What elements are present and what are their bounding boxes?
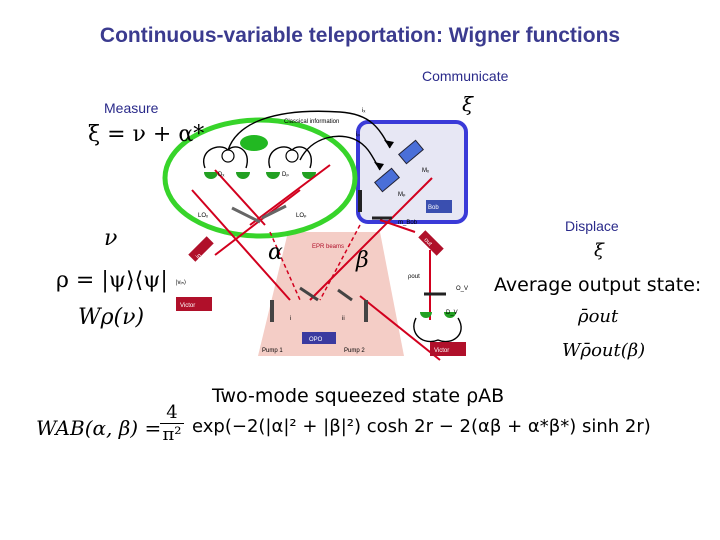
tmss-label: Two-mode squeezed state ρAB <box>212 385 505 407</box>
red-beams <box>191 164 441 361</box>
out-label: out <box>423 237 433 247</box>
alpha-symbol: α <box>268 240 283 265</box>
arrowhead-x <box>384 140 394 148</box>
in-label: in <box>195 253 203 261</box>
classical-info-line-p <box>299 135 381 171</box>
opo-mirror-2 <box>337 288 353 302</box>
pump1-label: Pump 1 <box>262 348 283 354</box>
minus-p-icon <box>285 149 299 163</box>
tm-label: m_Bob <box>398 220 418 226</box>
epr-label: EPR beams <box>312 244 344 250</box>
ii-label: ii <box>342 316 345 322</box>
detector-loop-v <box>413 317 462 343</box>
rho-out-small: ρout <box>408 274 420 280</box>
wab-fraction: 4 π² <box>160 402 184 445</box>
w-rho: Wρ(ν) <box>78 305 145 330</box>
victor-box-right <box>430 342 466 356</box>
xi-top: ξ <box>462 92 474 116</box>
label-measure: Measure <box>104 100 159 116</box>
xi-right: ξ <box>594 240 604 261</box>
victor-box-left <box>176 297 212 311</box>
victor-label-right: Victor <box>434 348 449 354</box>
detector-v2 <box>444 312 456 318</box>
opo-mirror-1 <box>299 286 319 302</box>
rho-equation: ρ = |ψ⟩⟨ψ| <box>56 268 168 293</box>
detector-dx2 <box>236 172 250 179</box>
classical-info-label: Classical information <box>284 119 339 125</box>
vin-label: |vᵢₙ⟩ <box>176 279 186 286</box>
modulator-mp <box>374 167 400 193</box>
ov-label: O_V <box>456 286 468 292</box>
ip-label: iₚ <box>356 132 360 138</box>
dp-label: Dₚ <box>282 172 289 178</box>
victor-label-left: Victor <box>180 303 195 309</box>
arrow-out <box>418 230 444 256</box>
bob-label-box <box>426 200 452 213</box>
label-displace: Displace <box>565 218 619 234</box>
dv-label: D_V <box>446 310 458 316</box>
i-label: i <box>290 316 291 322</box>
page-title: Continuous-variable teleportation: Wigne… <box>99 24 621 47</box>
detector-dp <box>266 172 280 179</box>
modulator-mx <box>398 139 424 165</box>
lox-label: LOₓ <box>198 213 208 219</box>
opo-box <box>302 332 336 344</box>
arrow-vin <box>188 236 214 262</box>
label-communicate: Communicate <box>422 68 509 84</box>
minus-x-icon <box>221 149 235 163</box>
ix-label: iₓ <box>362 108 365 114</box>
mx-label: Mₓ <box>422 168 429 174</box>
dashed-beams <box>269 224 361 301</box>
pump2-label: Pump 2 <box>344 348 365 354</box>
opo-label: OPO <box>309 337 323 343</box>
w-out: Wρ̄out(β) <box>562 340 646 361</box>
bob-label: Bob <box>428 205 439 211</box>
green-detector <box>240 135 268 151</box>
wab-frac-den: π² <box>162 424 182 445</box>
detector-v1 <box>420 312 432 318</box>
dx-label: Dₓ <box>218 172 224 178</box>
beta-symbol: β <box>356 248 369 273</box>
mp-label: Mₚ <box>398 192 406 198</box>
xi-equation: ξ = ν + α* <box>88 122 205 147</box>
wab-lhs: WAB(α, β) = <box>36 416 162 440</box>
beam-splitter-2 <box>261 204 287 220</box>
wab-frac-num: 4 <box>160 402 184 424</box>
wab-rhs: exp(−2(|α|² + |β|²) cosh 2r − 2(αβ + α*β… <box>192 416 651 437</box>
detector-dx <box>204 172 218 179</box>
bob-box <box>356 120 468 224</box>
beam-splitter-1 <box>231 206 261 224</box>
rho-out-bar: ρ̄out <box>578 306 619 327</box>
nu-symbol: ν <box>104 226 118 251</box>
average-output-label: Average output state: <box>494 274 702 296</box>
classical-info-line-x <box>225 110 391 161</box>
arrowhead-p <box>374 162 384 170</box>
lop-label: LOₚ <box>296 213 307 219</box>
epr-source-region <box>258 232 404 356</box>
